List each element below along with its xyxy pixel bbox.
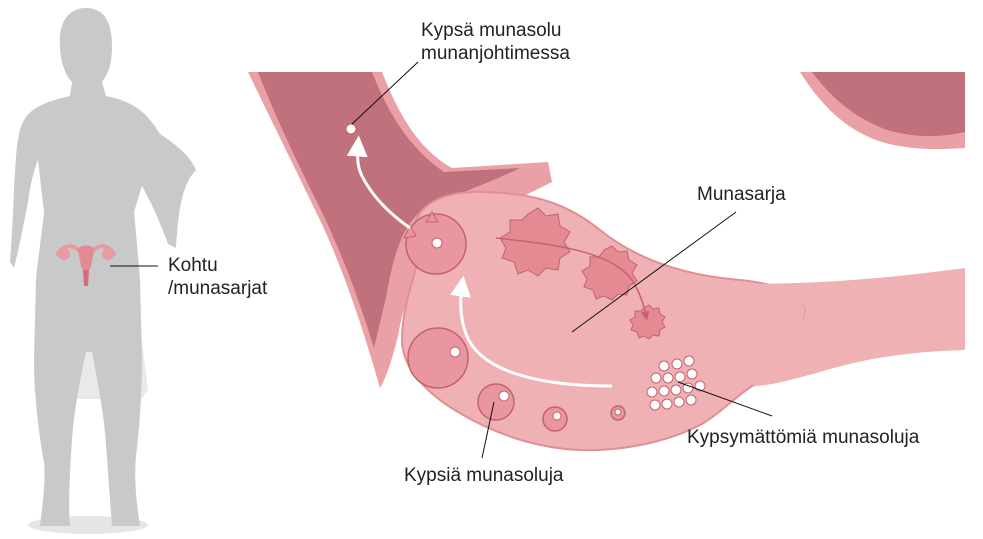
label-mature-eggs: Kypsiä munasoluja [404,464,563,487]
label-ovary: Munasarja [697,183,786,206]
label-uterus: Kohtu /munasarjat [168,254,267,300]
label-mature-egg-tube-line2: munanjohtimessa [421,42,570,65]
label-uterus-line2: /munasarjat [168,277,267,300]
label-mature-egg-tube: Kypsä munasolu munanjohtimessa [421,19,570,65]
label-mature-egg-tube-line1: Kypsä munasolu [421,19,570,42]
mature-egg-in-tube [346,124,356,134]
label-uterus-line1: Kohtu [168,254,267,277]
tube-section-right [800,72,965,149]
label-immature-eggs: Kypsymättömiä munasoluja [687,426,919,449]
